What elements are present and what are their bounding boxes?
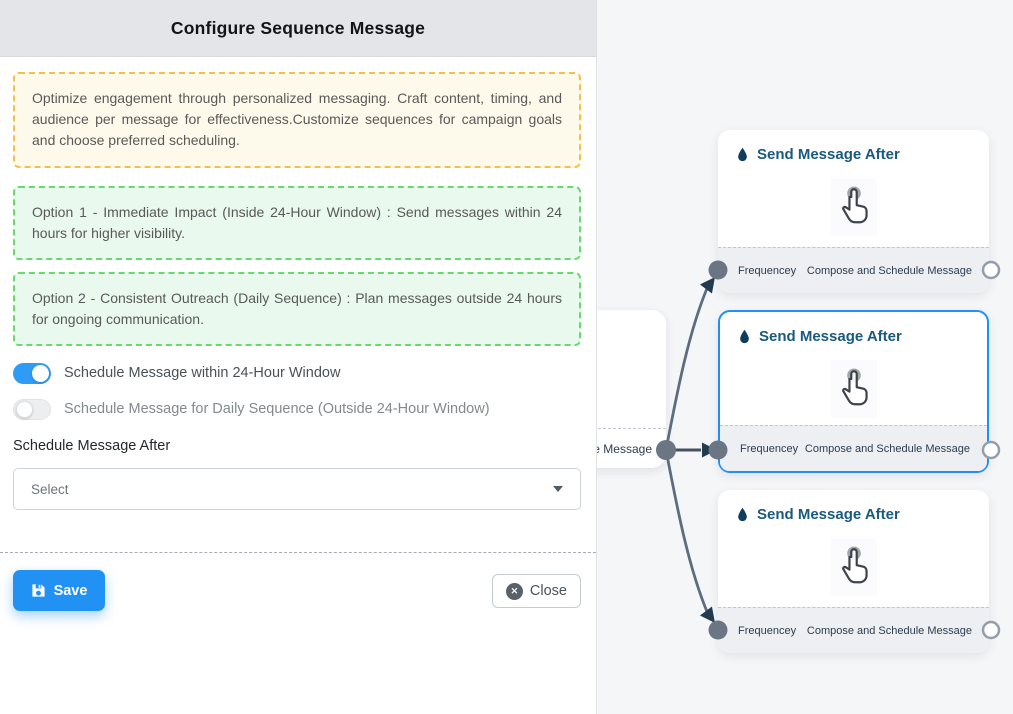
send-message-after-node-3[interactable]: Send Message After Frequencey Compose an… <box>718 490 989 653</box>
tap-to-compose-icon[interactable] <box>830 178 877 236</box>
close-button[interactable]: ✕ Close <box>491 574 581 608</box>
send-message-after-node-1[interactable]: Send Message After Frequencey Compose an… <box>718 130 989 293</box>
toggle-daily-sequence[interactable] <box>13 398 51 420</box>
frequency-label[interactable]: Frequencey <box>738 624 797 637</box>
node-title-label: Send Message After <box>759 328 902 345</box>
node-title: Send Message After <box>736 146 900 163</box>
close-circle-icon: ✕ <box>505 582 523 600</box>
compose-schedule-label[interactable]: Compose and Schedule Message <box>806 264 972 277</box>
droplet-icon <box>740 329 749 343</box>
panel-header: Configure Sequence Message <box>0 0 596 57</box>
save-button[interactable]: Save <box>13 570 105 611</box>
save-icon <box>31 584 45 597</box>
compose-schedule-label[interactable]: Compose and Schedule Message <box>806 624 972 637</box>
frequency-label[interactable]: Frequencey <box>738 264 797 277</box>
toggle-daily-sequence-label: Schedule Message for Daily Sequence (Out… <box>64 401 490 417</box>
node-title: Send Message After <box>736 506 900 523</box>
chevron-down-icon <box>553 486 563 492</box>
compose-schedule-label[interactable]: Compose and Schedule Message <box>804 442 970 455</box>
node-footer: Frequencey Compose and Schedule Message <box>720 425 987 471</box>
select-value: Select <box>31 481 69 497</box>
send-message-after-node-2[interactable]: Send Message After Frequencey Compose an… <box>718 310 989 473</box>
schedule-after-select[interactable]: Select <box>13 468 581 510</box>
info-note: Optimize engagement through personalized… <box>13 72 581 168</box>
schedule-after-label: Schedule Message After <box>13 438 171 454</box>
toggle-24hour-window[interactable] <box>13 362 51 384</box>
edge-to-top-node <box>664 285 710 451</box>
edge-to-bottom-node <box>664 449 710 615</box>
tap-to-compose-icon[interactable] <box>830 538 877 596</box>
save-label: Save <box>53 582 88 599</box>
node-footer: Frequencey Compose and Schedule Message <box>718 247 989 293</box>
toggle-row-daily-sequence: Schedule Message for Daily Sequence (Out… <box>13 398 490 420</box>
node-title: Send Message After <box>738 328 902 345</box>
toggle-knob <box>32 364 49 382</box>
tap-to-compose-icon[interactable] <box>830 360 877 418</box>
toggle-knob <box>16 400 33 418</box>
node-title-label: Send Message After <box>757 506 900 523</box>
toggle-24hour-label: Schedule Message within 24-Hour Window <box>64 365 341 381</box>
frequency-label[interactable]: Frequencey <box>740 442 799 455</box>
footer-divider <box>0 552 596 553</box>
panel-title: Configure Sequence Message <box>170 17 426 38</box>
toggle-row-24hour: Schedule Message within 24-Hour Window <box>13 362 340 384</box>
node-footer: Frequencey Compose and Schedule Message <box>718 607 989 653</box>
droplet-icon <box>738 147 747 161</box>
close-label: Close <box>529 583 567 599</box>
configure-sequence-panel: Configure Sequence Message Optimize enga… <box>0 0 596 611</box>
flow-canvas[interactable]: ce Message Send Message After Frequencey… <box>596 0 1013 714</box>
node-title-label: Send Message After <box>757 146 900 163</box>
source-node[interactable]: ce Message <box>597 310 666 468</box>
option1-note: Option 1 - Immediate Impact (Inside 24-H… <box>13 186 581 260</box>
source-node-footer-label: ce Message <box>597 428 666 468</box>
droplet-icon <box>738 507 747 521</box>
arrowhead-middle <box>702 442 717 458</box>
option2-note: Option 2 - Consistent Outreach (Daily Se… <box>13 272 581 346</box>
